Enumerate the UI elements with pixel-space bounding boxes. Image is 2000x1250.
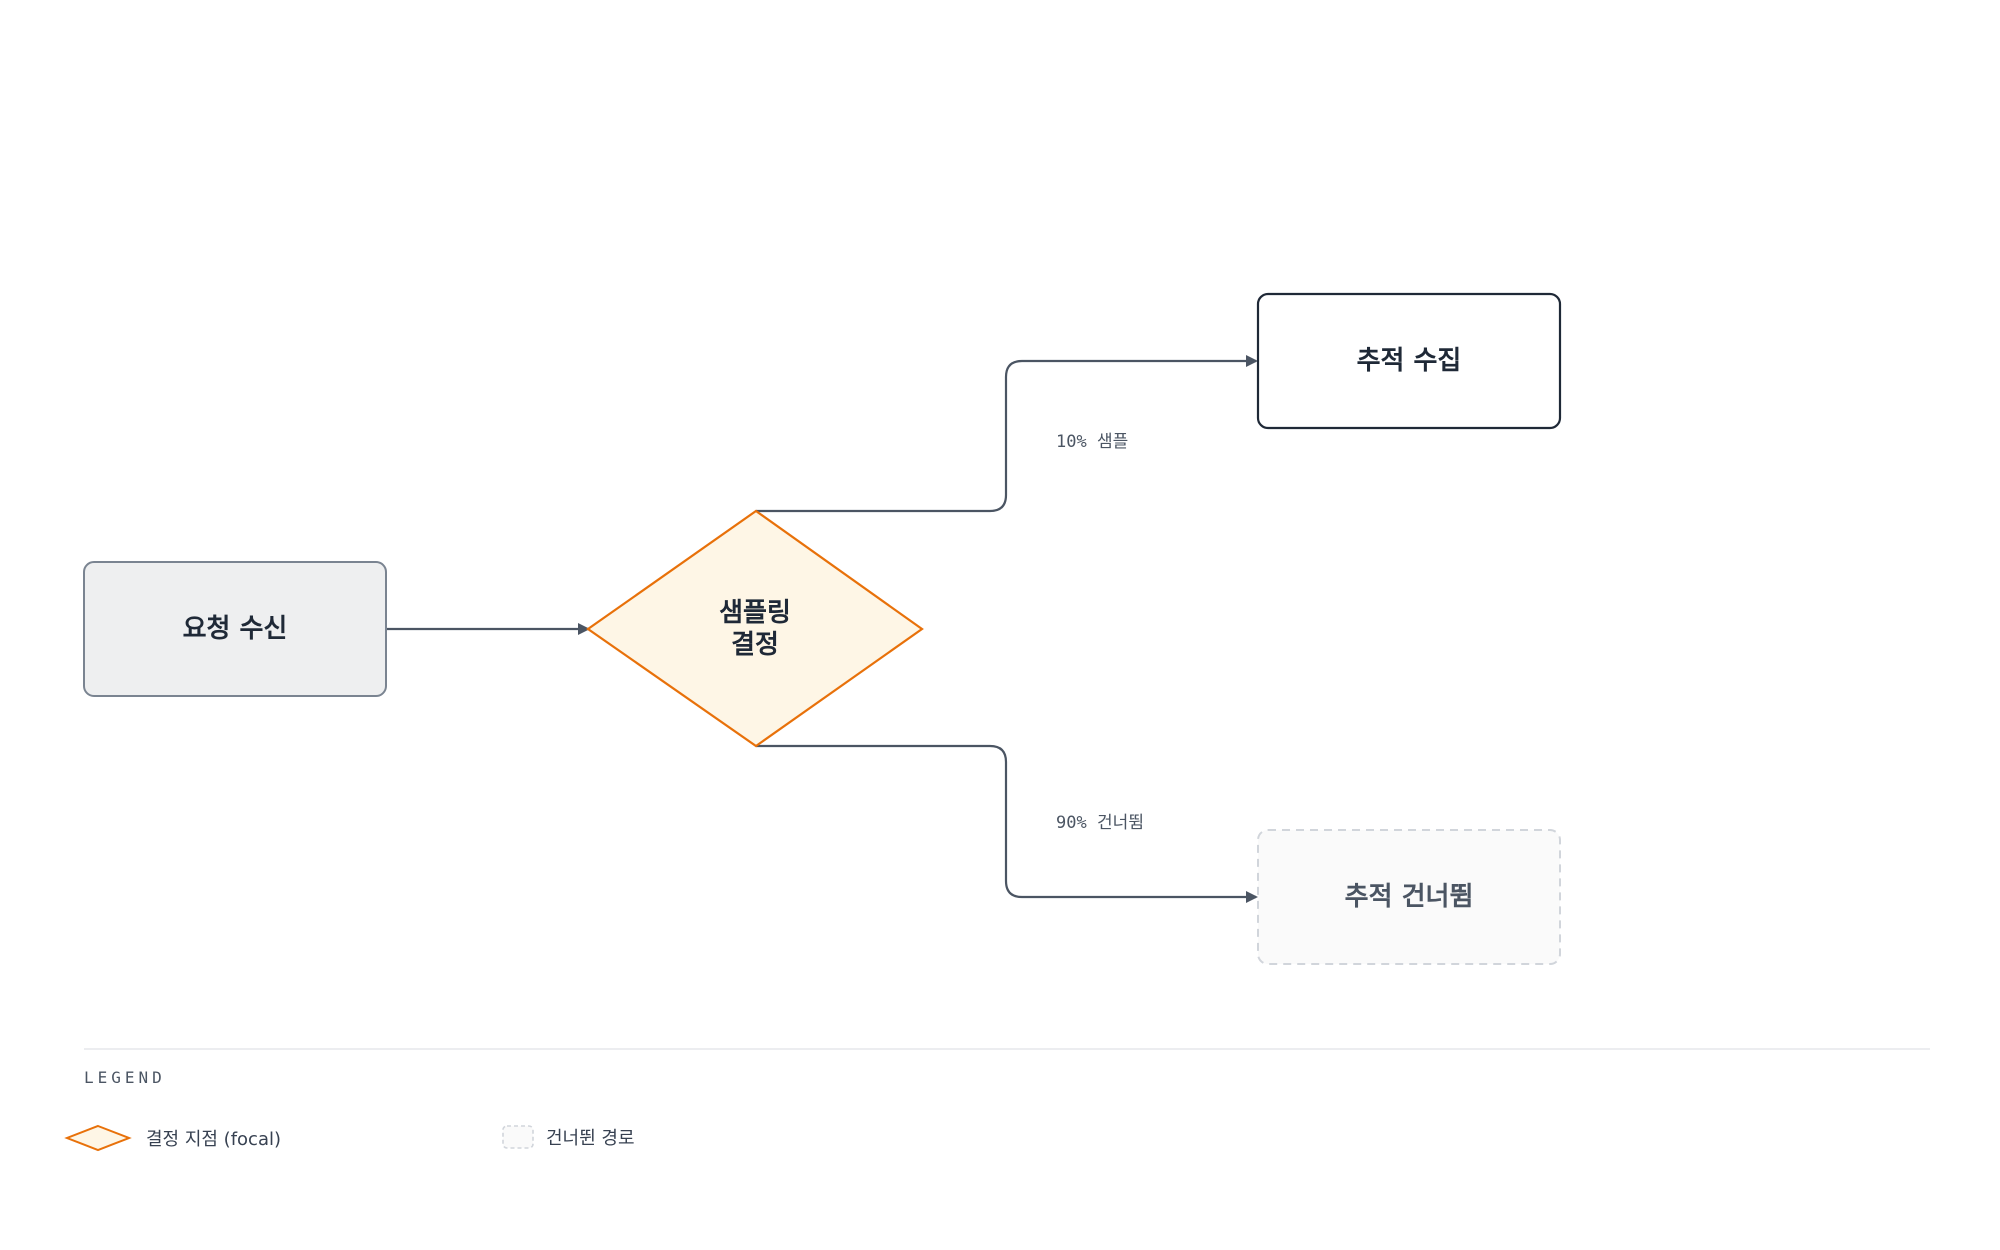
edge-label-sampled: 10% 샘플 [1056, 432, 1128, 452]
node-sampling-decision-label-line2: 결정 [731, 630, 779, 660]
node-receive-request-label: 요청 수신 [183, 614, 288, 644]
legend-item-decision-point: 결정 지점 (focal) [64, 1124, 281, 1152]
edge-decision-to-skip [756, 744, 1258, 903]
node-collect-trace: 추적 수집 [1256, 292, 1562, 430]
legend-title: LEGEND [84, 1068, 166, 1087]
legend-item-skipped-path-label: 건너뛴 경로 [546, 1128, 635, 1149]
diamond-icon [64, 1124, 132, 1152]
legend-item-skipped-path: 건너뛴 경로 [502, 1125, 635, 1149]
node-receive-request: 요청 수신 [83, 561, 387, 697]
node-skip-trace: 추적 건너뜀 [1257, 829, 1561, 965]
edge-label-skipped: 90% 건너뜀 [1056, 813, 1144, 833]
edge-decision-to-collect [756, 355, 1258, 513]
node-collect-trace-label: 추적 수집 [1357, 346, 1462, 376]
node-sampling-decision-label-line1: 샘플링 [719, 598, 791, 628]
dashed-box-icon [502, 1125, 534, 1149]
node-sampling-decision: 샘플링 결정 [586, 509, 924, 748]
legend-item-decision-point-label: 결정 지점 (focal) [146, 1129, 281, 1150]
legend: LEGEND 결정 지점 (focal) 건너뛴 경로 [64, 1048, 1930, 1152]
edges: 10% 샘플 90% 건너뜀 [386, 355, 1258, 903]
node-skip-trace-label: 추적 건너뜀 [1345, 882, 1474, 912]
